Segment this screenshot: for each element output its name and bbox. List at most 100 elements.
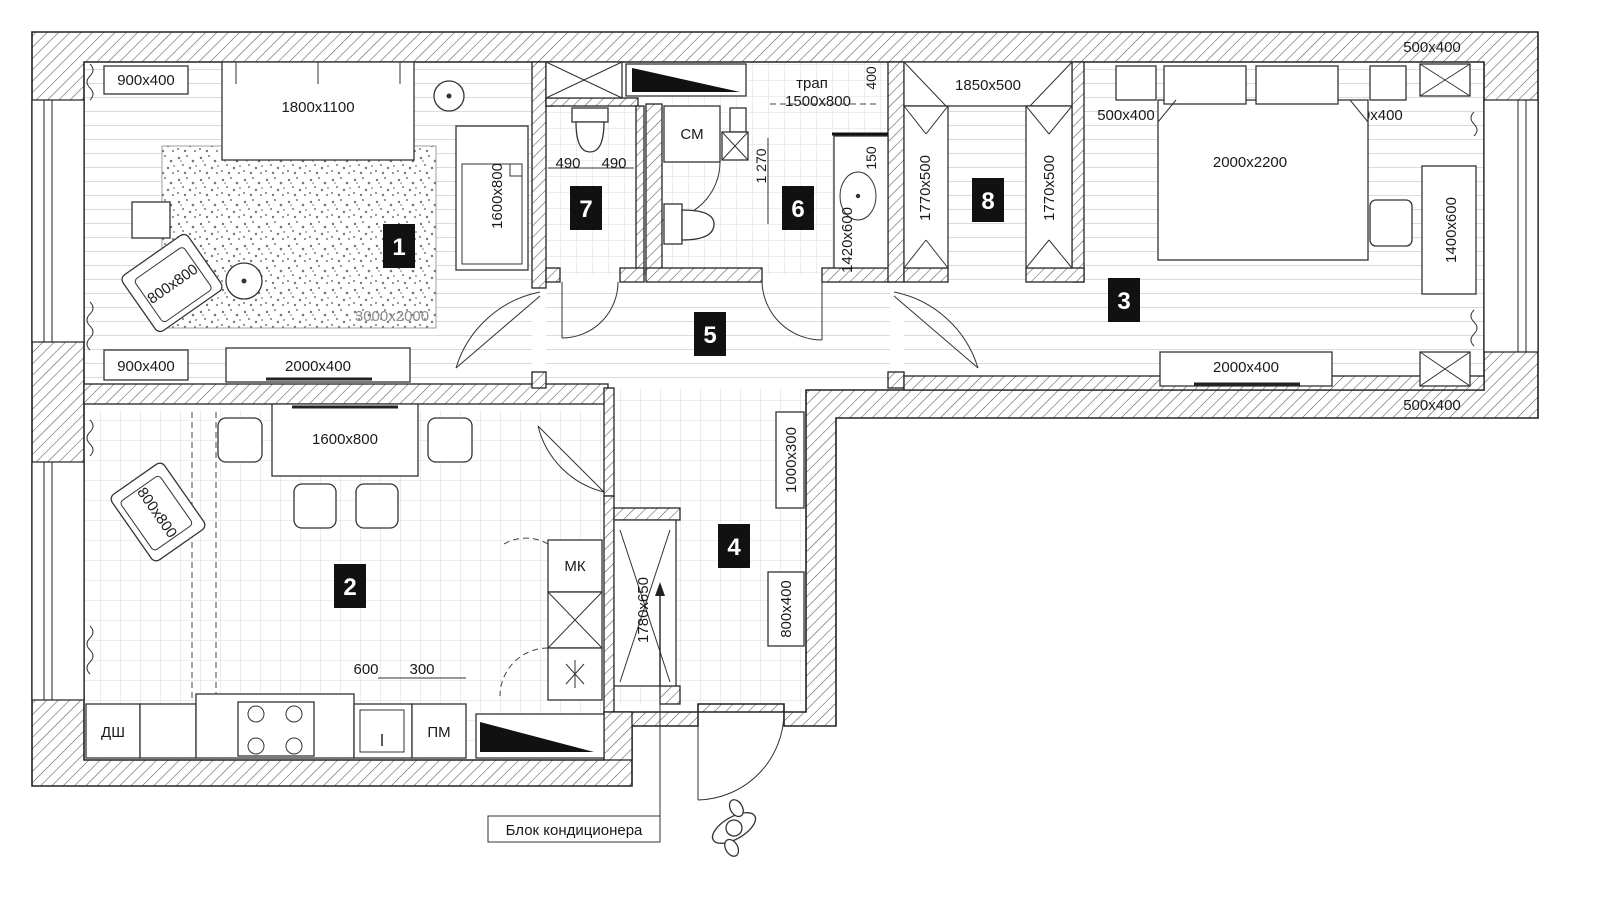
microwave-cabinet[interactable] [547,539,603,593]
dining-table-size-label: 1600x800 [312,431,378,448]
wardrobe[interactable] [613,519,677,687]
room-8: 1850x500 1770x500 1770x500 [903,61,1073,269]
door-leaf[interactable] [893,295,979,369]
microwave-label: МК [564,558,585,575]
double-bed-size-label: 2000x2200 [1213,154,1287,171]
door-swing [503,537,549,545]
wardrobe-left[interactable] [903,105,949,269]
wardrobe-top-size-label: 1850x500 [955,77,1021,94]
room-2: 1600x800 800x800 МК ДШ ПМ [85,63,747,759]
wall-r3-corner [887,371,905,389]
room-6: СМ трап 1500x800 400 1 270 150 1420x600 [661,66,889,273]
burner-icon [247,737,265,755]
burner-icon [247,705,265,723]
toilet-icon[interactable] [663,203,715,245]
ac-unit-callout [487,815,661,843]
dishwasher[interactable] [85,703,141,759]
window-top-size-label: 500x400 [1403,39,1461,56]
room-5-doors [455,281,979,493]
window-sill-bottom [103,349,189,381]
washer-box[interactable] [663,105,721,163]
tv-stand[interactable] [225,347,411,383]
wardrobe-size-label: 1780x650 [635,577,652,643]
dining-table[interactable] [271,403,419,477]
curtain-icon [1470,111,1478,137]
wardrobe-left-size-label: 1770x500 [917,155,934,221]
wall-r8-foot-b [1025,267,1085,283]
desk-chair [1369,199,1413,247]
room-badge-6 [782,186,814,230]
dining-chair [217,417,263,463]
wall-r7-r6 [635,105,645,275]
pillow [1255,65,1339,105]
sink-icon [839,171,877,221]
wardrobe-right[interactable] [1025,105,1073,269]
dim-400-label: 400 [863,66,879,90]
window-bottom-size-label: 500x400 [1403,397,1461,414]
sink-cabinet [353,703,413,759]
room-badges: 1 2 3 4 5 6 7 8 [334,178,1140,608]
armchair-kitchen[interactable]: 800x800 [109,461,207,563]
room-number-5: 5 [703,322,716,349]
dining-chair [293,483,337,529]
wall-r8-foot-a [903,267,949,283]
window-room-2 [31,461,85,701]
wall-r1-end [531,371,547,389]
sofa-size-label: 1800x1100 [281,99,354,116]
toilet-icon[interactable] [571,107,609,153]
wall-r7-top-b [545,97,639,107]
curtain-icon [86,63,94,101]
dim-490-a-label: 490 [555,155,580,172]
door-leaf[interactable] [537,425,605,493]
tv-stand-size-label: 2000x400 [285,358,351,375]
wall-r7-foot-b [619,267,645,283]
vent-box [729,107,747,133]
pillow [1163,65,1247,105]
wall-r7-foot-a [545,267,561,283]
tv-stand-size-label: 2000x400 [1213,359,1279,376]
wall-r6-foot-a [645,267,763,283]
wall-r1-r2 [83,383,609,405]
desk[interactable] [1421,165,1477,295]
wall-closet-base [659,685,681,705]
dim-600-label: 600 [353,661,378,678]
dining-chair [427,417,473,463]
window-room-1 [31,99,85,343]
wall-closet-top [613,507,681,521]
dim-1270-label: 1 270 [753,148,769,183]
wardrobe-top[interactable] [903,61,1073,107]
room-3: 500x400 500x400 500x400 500x400 2000x220… [1097,39,1478,414]
double-bed[interactable] [1157,99,1369,261]
room-number-2: 2 [343,574,356,601]
curtain-icon [1470,309,1478,347]
room-1: 3000x2000 900x400 1800x1100 1600x800 800… [86,61,529,383]
burner-icon [285,705,303,723]
washing-machine[interactable] [411,703,467,759]
wardrobe-right-size-label: 1770x500 [1041,155,1058,221]
vanity-size-label: 1420x600 [839,207,856,273]
shoe-cabinet-size-label: 800x400 [778,580,795,638]
daybed[interactable] [455,125,529,271]
wall-r6-left [645,103,663,275]
wall-r2-r4-a [603,387,615,497]
burner-icon [285,737,303,755]
tv-stand[interactable] [1159,351,1333,387]
shower-size-label: 1500x800 [785,93,851,110]
window-room-3 [1483,99,1539,353]
vanity[interactable] [833,135,889,269]
rug-size-label: 3000x2000 [355,308,429,325]
kitchen-sink[interactable] [359,709,405,753]
dim-150-label: 150 [863,146,879,170]
window-top-size-label: 900x400 [117,72,175,89]
curtain-icon [86,419,94,457]
dim-490-b-label: 490 [601,155,626,172]
wall-r6-r8 [887,61,905,283]
door-leaf[interactable] [455,295,541,369]
nightstand-left-size-label: 500x400 [1097,107,1155,124]
nightstand-right [1369,65,1407,101]
armchair[interactable]: 800x800 [120,232,225,334]
room-badge-4 [718,524,750,568]
window-bottom-size-label: 900x400 [117,358,175,375]
room-number-6: 6 [791,196,804,223]
room-badge-5 [694,312,726,356]
